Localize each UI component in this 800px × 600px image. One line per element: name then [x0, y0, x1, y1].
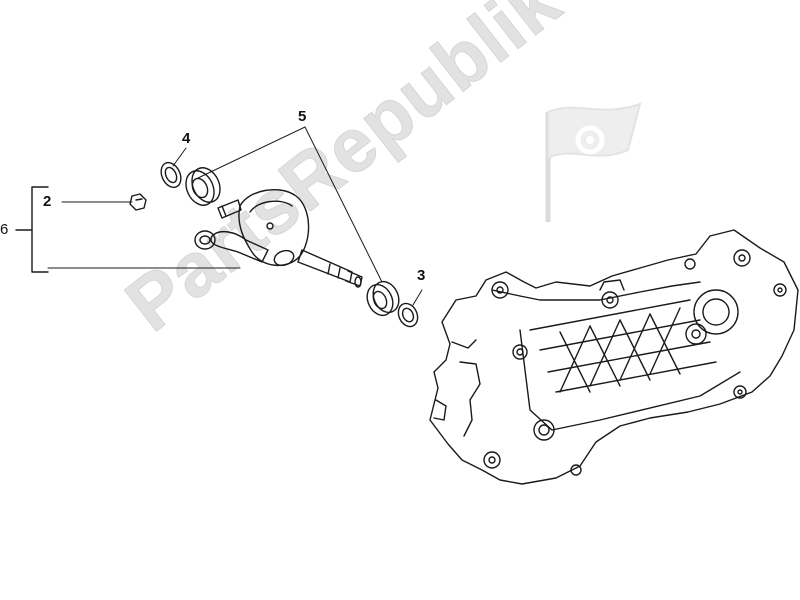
callout-6: 6: [0, 221, 9, 238]
bearing-lower: [366, 280, 400, 317]
callout-5: 5: [298, 108, 307, 125]
crankshaft: [194, 189, 363, 288]
crankcase: [429, 229, 799, 485]
callout-2: 2: [43, 193, 52, 210]
nut-part-2: [129, 193, 147, 211]
callout-4: 4: [182, 130, 191, 147]
leader-lines: [47, 126, 423, 306]
seal-ring-part-4: [160, 161, 182, 189]
assembly-bracket: [15, 186, 49, 273]
bearing-upper: [185, 167, 221, 206]
callout-3: 3: [417, 267, 426, 284]
gear-flag-logo-icon: [545, 102, 642, 222]
oil-seal-part-3: [397, 302, 419, 328]
